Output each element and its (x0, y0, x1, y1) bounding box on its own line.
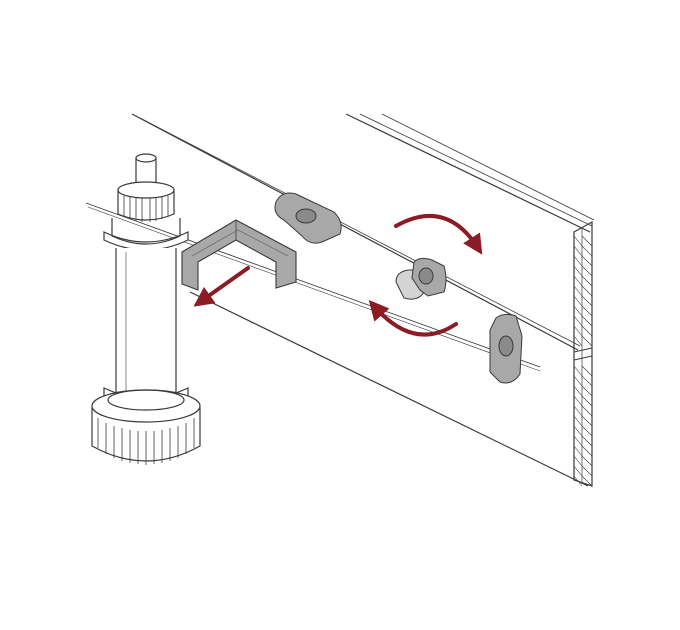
foot-collar-top (117, 181, 175, 199)
panel-rib (581, 275, 593, 287)
panel-rib (581, 255, 593, 267)
leveling-foot (91, 153, 201, 465)
panel-rib (581, 375, 593, 387)
plinth-clip (181, 219, 297, 291)
plinth-clip-body (181, 219, 297, 291)
panel-rib (581, 425, 593, 437)
rotating-clip-2-hub (418, 267, 434, 285)
foot-collar-knurl (123, 196, 169, 222)
pull-out-arrow (193, 266, 250, 307)
panel-rib (581, 335, 593, 347)
panel-rib (581, 235, 593, 247)
panel-rib (573, 235, 583, 247)
foot-tube (115, 248, 177, 399)
panel-rib (581, 465, 593, 477)
panel-rib (581, 285, 593, 297)
panel-rib (573, 275, 583, 287)
panel-rib (573, 435, 583, 447)
panel-rib (573, 375, 583, 387)
panel-rib (573, 445, 583, 457)
panel-rib (573, 335, 583, 347)
panel-rib (581, 455, 593, 467)
panel-rib (581, 265, 593, 277)
panel-back-top-inner (359, 113, 593, 227)
panel-rib (581, 365, 593, 377)
panel-rib (581, 385, 593, 397)
plinth-panel (85, 113, 595, 487)
panel-rib (581, 305, 593, 317)
panel-rib (573, 325, 583, 337)
rotate-arrow-bottom (368, 299, 458, 337)
panel-rib (573, 245, 583, 257)
clip-rail-line (85, 202, 541, 368)
panel-rib (581, 445, 593, 457)
panel-rib (581, 475, 593, 487)
panel-rib (581, 325, 593, 337)
panel-rib (581, 315, 593, 327)
panel-rib (581, 395, 593, 407)
panel-rib (573, 415, 583, 427)
panel-top-edge (131, 113, 579, 351)
clip-rail-line-inner (87, 206, 541, 372)
panel-rib (573, 285, 583, 297)
panel-back-top-inner2 (381, 113, 595, 221)
foot-base-inner (107, 389, 185, 411)
panel-rib (573, 455, 583, 467)
panel-rib (573, 405, 583, 417)
foot-neck (111, 218, 181, 245)
panel-rib (573, 365, 583, 377)
panel-top-edge-inner (139, 117, 581, 347)
panel-rib (573, 465, 583, 477)
panel-end-groove-2 (573, 355, 593, 361)
rotating-clip-3-hub (498, 335, 514, 357)
rotating-clip-1 (274, 192, 342, 244)
panel-rib (573, 295, 583, 307)
panel-end-groove (573, 347, 593, 353)
panel-back-top (345, 113, 591, 233)
panel-rib (581, 415, 593, 427)
panel-rib (581, 435, 593, 447)
panel-rib (573, 395, 583, 407)
plinth-clip-edge (191, 229, 289, 257)
panel-rib (573, 385, 583, 397)
rotating-clip-2 (395, 257, 447, 300)
panel-rib (573, 475, 583, 487)
rotate-arrow-top (394, 213, 483, 255)
panel-bottom-edge (189, 291, 589, 487)
foot-base-knurl (97, 418, 195, 465)
panel-rib (573, 265, 583, 277)
panel-rib (573, 305, 583, 317)
panel-rib (573, 315, 583, 327)
foot-flange (103, 231, 189, 251)
instruction-arrows (193, 213, 483, 337)
rotating-clip-1-hub (295, 208, 317, 224)
panel-rib (573, 255, 583, 267)
panel-end-ribs (573, 235, 593, 487)
foot-spindle-top (135, 153, 157, 163)
panel-rib (581, 245, 593, 257)
rotating-clip-3 (489, 313, 523, 384)
panel-rib (573, 425, 583, 437)
panel-rib (581, 295, 593, 307)
foot-base-top (91, 389, 201, 423)
panel-rib (581, 405, 593, 417)
panel-end-face (573, 220, 593, 487)
